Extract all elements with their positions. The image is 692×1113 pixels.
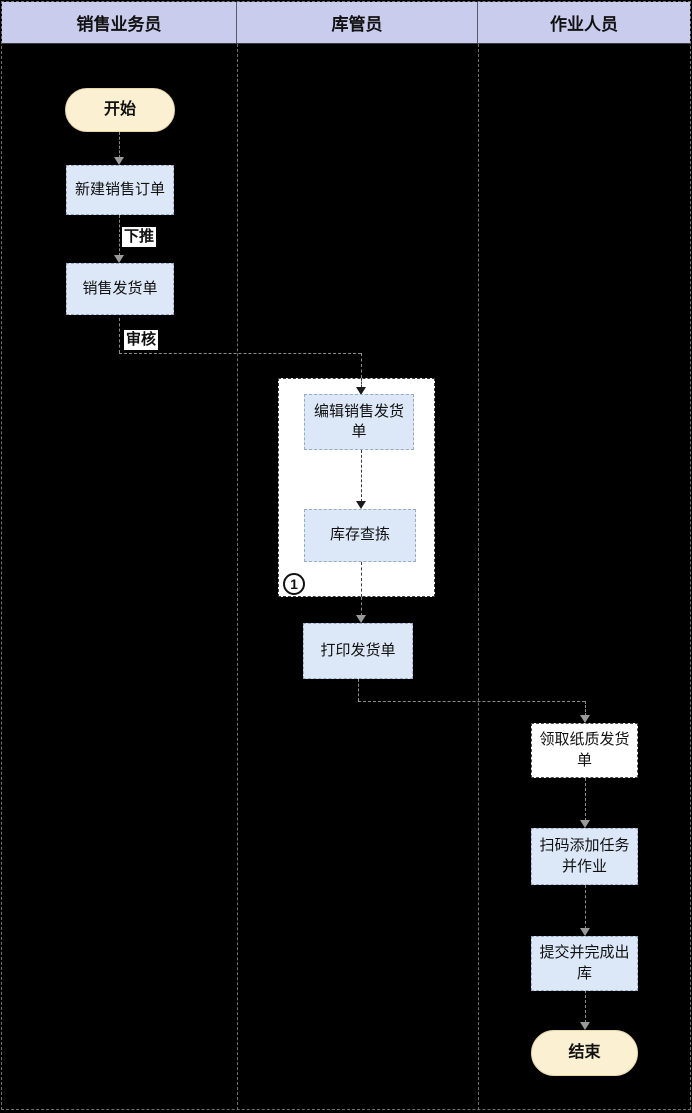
lane-header-sales: 销售业务员 (2, 2, 237, 44)
connector-receive-scan (585, 778, 586, 821)
connector-print-receive-v1 (358, 679, 359, 701)
process-scan-add-task: 扫码添加任务并作业 (531, 828, 638, 885)
edge-label-push-down: 下推 (122, 227, 157, 247)
lane-divider (478, 44, 479, 1110)
connector-submit-end (585, 990, 586, 1023)
connector-delivery-edit-v2 (361, 353, 362, 378)
start-terminator: 开始 (65, 88, 175, 132)
process-sales-delivery-note: 销售发货单 (66, 263, 174, 315)
node-label: 领取纸质发货单 (539, 731, 630, 769)
connector-print-receive-v2 (585, 701, 586, 716)
process-submit-complete-outbound: 提交并完成出库 (531, 936, 638, 991)
connector-scan-submit (585, 885, 586, 929)
arrowhead (114, 157, 124, 165)
lane-header-warehouse: 库管员 (237, 2, 478, 44)
process-edit-delivery-note: 编辑销售发货单 (304, 394, 414, 450)
connector-start-create (119, 132, 120, 158)
lane-divider (237, 44, 238, 1110)
lane-title: 库管员 (331, 15, 383, 34)
lane-title: 销售业务员 (76, 15, 162, 34)
arrowhead (580, 928, 590, 936)
arrowhead (356, 387, 366, 395)
process-inventory-pick: 库存查拣 (304, 509, 416, 562)
arrowhead (580, 1022, 590, 1030)
lane-title: 作业人员 (550, 15, 618, 34)
node-label: 编辑销售发货单 (313, 402, 404, 440)
node-label: 库存查拣 (329, 526, 390, 544)
node-label: 打印发货单 (320, 641, 396, 659)
connector-pick-print-v1 (361, 562, 362, 597)
connector-pick-print-v2 (361, 597, 362, 616)
arrowhead (580, 820, 590, 828)
connector-delivery-edit-h (119, 353, 361, 354)
end-terminator: 结束 (531, 1030, 638, 1076)
connector-delivery-edit-v1 (119, 318, 120, 353)
connector-edit-pick (361, 450, 362, 502)
circled-number-annotation: 1 (283, 573, 305, 595)
circled-number-value: 1 (290, 576, 298, 592)
node-label: 提交并完成出库 (539, 944, 630, 982)
connector-create-delivery (119, 215, 120, 256)
arrowhead (356, 615, 366, 623)
process-create-order: 新建销售订单 (66, 165, 174, 215)
node-label: 扫码添加任务并作业 (539, 837, 630, 875)
arrowhead (356, 501, 366, 509)
node-label: 开始 (103, 101, 136, 119)
node-label: 新建销售订单 (74, 180, 165, 198)
process-receive-paper-note: 领取纸质发货单 (531, 723, 638, 778)
arrowhead (580, 715, 590, 723)
connector-print-receive-h (358, 701, 585, 702)
lane-header-operator: 作业人员 (478, 2, 690, 44)
node-label: 销售发货单 (82, 279, 158, 297)
process-print-delivery-note: 打印发货单 (303, 623, 413, 679)
edge-label-audit: 审核 (124, 330, 159, 350)
node-label: 结束 (568, 1044, 601, 1062)
arrowhead (114, 255, 124, 263)
connector-delivery-edit-v3 (361, 378, 362, 388)
